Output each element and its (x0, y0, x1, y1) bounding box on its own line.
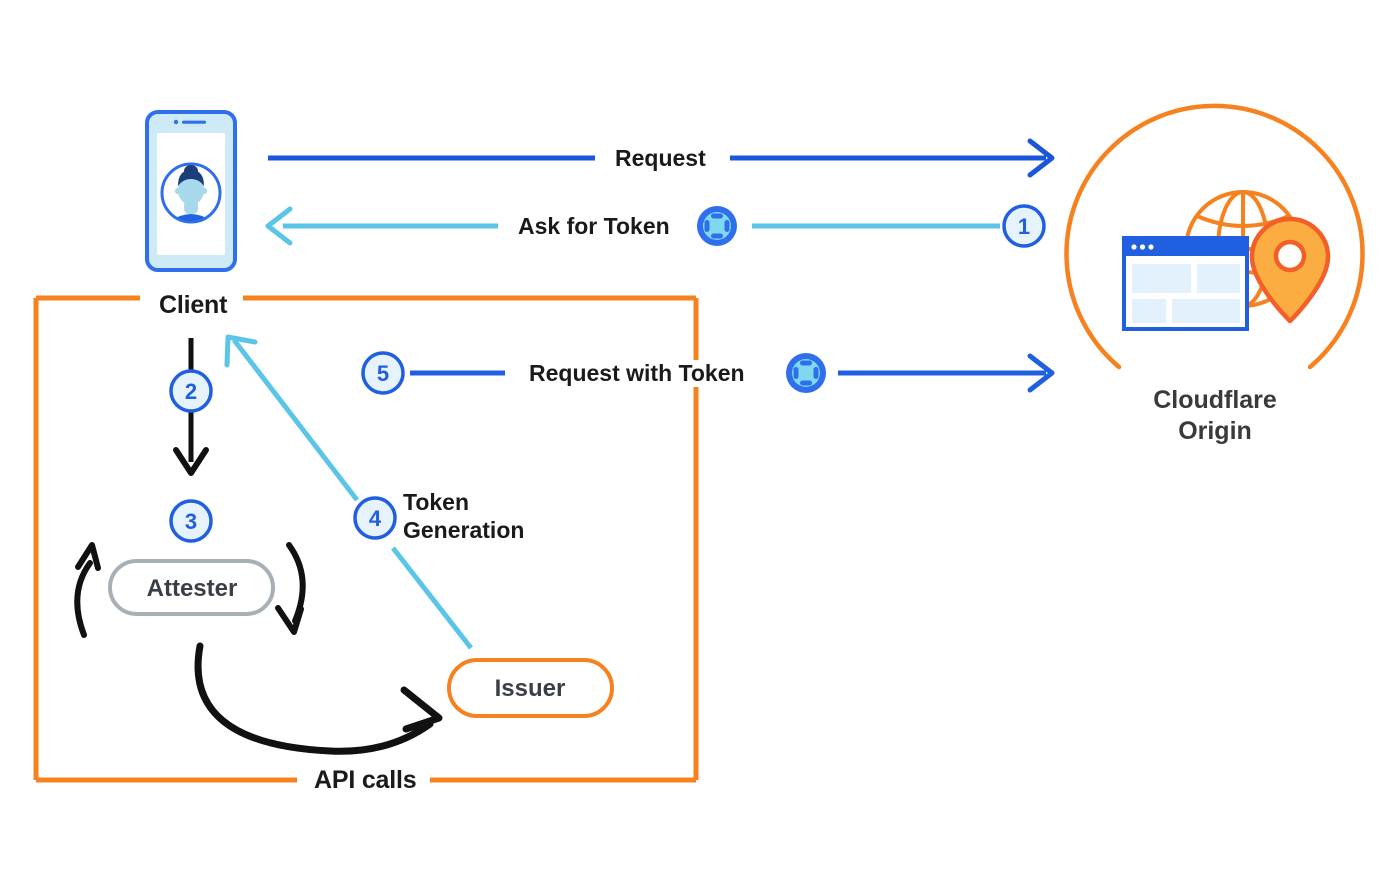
group-box-top-label-client: Client (150, 291, 237, 321)
edge-label-token-generation: Token Generation (403, 489, 524, 544)
token-dash-bottom (711, 233, 723, 239)
step-badge-3-number: 3 (185, 509, 197, 534)
token-dash-left (793, 367, 799, 379)
arrowhead-upleft-icon (224, 334, 258, 368)
arrow-attester-to-issuer (194, 642, 443, 755)
group-box-bottom-label-api-calls: API calls (305, 766, 426, 796)
token-icon-ask-for-token (697, 206, 737, 246)
step-badge-4[interactable]: 4 (353, 496, 397, 540)
step-badge-5-number: 5 (377, 361, 389, 386)
arrow-request (268, 138, 1055, 178)
browser-dot-1 (1131, 244, 1137, 250)
arrowhead-down-icon (173, 447, 209, 476)
phone-speaker-bar (182, 120, 206, 124)
node-label-cloudflare-origin-line2: Origin (1178, 417, 1252, 446)
token-dash-top (800, 360, 812, 366)
step-badge-1-number: 1 (1018, 214, 1030, 239)
arrow-token-generation (224, 334, 473, 650)
token-dash-left (704, 220, 710, 232)
token-dash-right (724, 220, 730, 232)
step-badge-4-number: 4 (369, 506, 382, 531)
edge-label-request: Request (607, 145, 714, 173)
browser-dot-2 (1139, 244, 1146, 250)
arrowhead-right-icon (1027, 353, 1055, 393)
arrow-ask-for-token (265, 206, 1000, 246)
node-label-cloudflare-origin-line1: Cloudflare (1153, 386, 1277, 414)
step-badge-3[interactable]: 3 (169, 499, 213, 543)
arrow-client-to-attester (173, 338, 209, 476)
token-dash-bottom (800, 380, 812, 386)
origin-circle-ring (1064, 103, 1365, 370)
arrowhead-left-icon (265, 206, 293, 246)
node-label-attester: Attester (146, 575, 238, 602)
phone-camera-dot (173, 119, 179, 125)
arrowhead-down-icon (275, 605, 304, 635)
node-issuer[interactable] (447, 658, 614, 718)
step-badge-5[interactable]: 5 (361, 351, 405, 395)
edge-label-request-with-token: Request with Token (521, 360, 753, 388)
edge-label-token-generation-line2: Generation (403, 516, 525, 543)
phone-device-icon (145, 110, 237, 272)
token-dash-top (711, 213, 723, 219)
arrowhead-right-icon (400, 686, 443, 733)
location-pin-icon (1249, 216, 1331, 324)
token-dash-right (813, 367, 819, 379)
edge-label-token-generation-line1: Token (403, 489, 470, 515)
arrowhead-right-icon (1027, 138, 1055, 178)
step-badge-2[interactable]: 2 (169, 369, 213, 413)
node-label-cloudflare-origin: Cloudflare Origin (1120, 385, 1310, 448)
browser-window-icon (1122, 236, 1249, 331)
node-label-issuer: Issuer (494, 675, 566, 702)
node-attester[interactable] (108, 559, 275, 616)
step-badge-2-number: 2 (185, 379, 197, 404)
step-badge-1[interactable]: 1 (1002, 204, 1046, 248)
arrow-request-with-token (410, 353, 1055, 393)
token-icon-request-with-token (786, 353, 826, 393)
arrow-attester-loop-right (275, 542, 306, 635)
browser-dot-3 (1148, 244, 1154, 250)
arrowhead-up-icon (75, 542, 101, 571)
edge-label-ask-for-token: Ask for Token (510, 213, 678, 241)
arrow-attester-loop-left (74, 542, 101, 638)
user-avatar-icon (160, 162, 222, 224)
